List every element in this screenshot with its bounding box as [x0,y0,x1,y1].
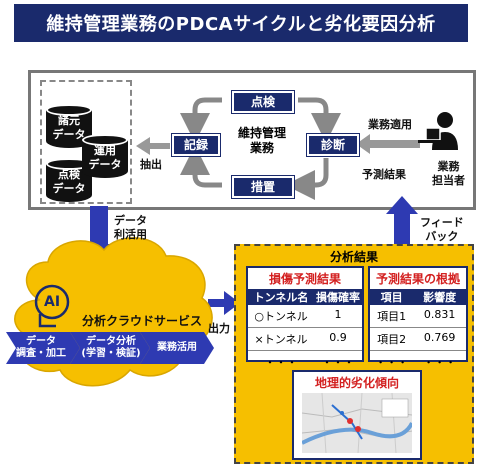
cycle-arrow-action-to-record [180,145,222,188]
geo-title: 地理的劣化傾向 [314,376,399,390]
output-label: 出力 [208,322,230,335]
output-arrow [208,291,240,315]
cloud-service-label: 分析クラウドサービス [82,314,203,328]
spec-database: 諸元 データ [46,104,92,148]
table-row: ×トンネル 0.9 [248,327,362,350]
laptop-icon [425,127,441,141]
cycle-center-label: 維持管理 業務 [237,126,286,155]
operation-database-label: 運用 データ [82,140,128,178]
step-diagnose: 診断 [307,134,359,156]
cycle-arrow-check-to-diagnose [298,97,341,143]
feedback-label: フィード バック [420,216,464,243]
operation-database: 運用 データ [82,134,128,178]
basis-table-title: 予測結果の根拠 [375,272,460,286]
ai-head-icon [34,284,70,320]
step-data-prep: データ 調査・加工 [16,336,66,359]
step-action: 措置 [232,176,294,198]
page-title: 維持管理業務のPDCAサイクルと劣化要因分析 [14,4,468,42]
basis-table: 予測結果の根拠 項目 影響度 項目1 0.831 項目2 0.769 ・・・ ・… [368,266,468,369]
table-row: 項目2 0.769 [370,327,466,350]
step-chevron-1 [6,332,80,364]
step-data-analysis: データ分析 (学習・検証) [81,336,141,359]
basis-header-item: 項目 [380,291,403,304]
data-use-label: データ 利活用 [114,214,147,241]
worker-label: 業務 担当者 [432,160,465,187]
cycle-arrow-diagnose-to-action [285,158,329,200]
table-row: ・・・ ・・・ [370,350,466,373]
step-chevron-3 [140,332,214,364]
results-title: 分析結果 [329,250,378,264]
ai-label: AI [44,294,61,310]
damage-table-title: 損傷予測結果 [268,272,341,286]
table-row: ・・・ ・・・ [248,350,362,373]
step-business-use: 業務活用 [157,342,197,353]
damage-header-name: トンネル名 [253,291,309,304]
basis-header-impact: 影響度 [423,291,457,304]
geo-card: 地理的劣化傾向 [292,370,422,460]
apply-arrow [356,134,420,154]
geo-map-image [302,393,412,453]
step-chevron-2 [70,332,150,364]
table-row: 項目1 0.831 [377,308,456,323]
worker-head-icon [437,112,453,128]
step-check: 点検 [232,91,294,113]
database-group [40,80,132,204]
damage-header-prob: 損傷確率 [316,291,361,304]
cycle-arrow-record-to-check [180,97,222,143]
table-row: ○トンネル 1 [254,308,342,323]
prediction-label: 予測結果 [362,168,406,181]
step-record: 記録 [172,134,220,156]
apply-label: 業務適用 [368,118,412,131]
extract-arrow [136,137,170,155]
feedback-arrow [386,196,418,246]
extract-label: 抽出 [140,158,162,171]
damage-table: 損傷予測結果 トンネル名 損傷確率 ○トンネル 1 ×トンネル 0.9 ・・・ … [246,266,364,369]
